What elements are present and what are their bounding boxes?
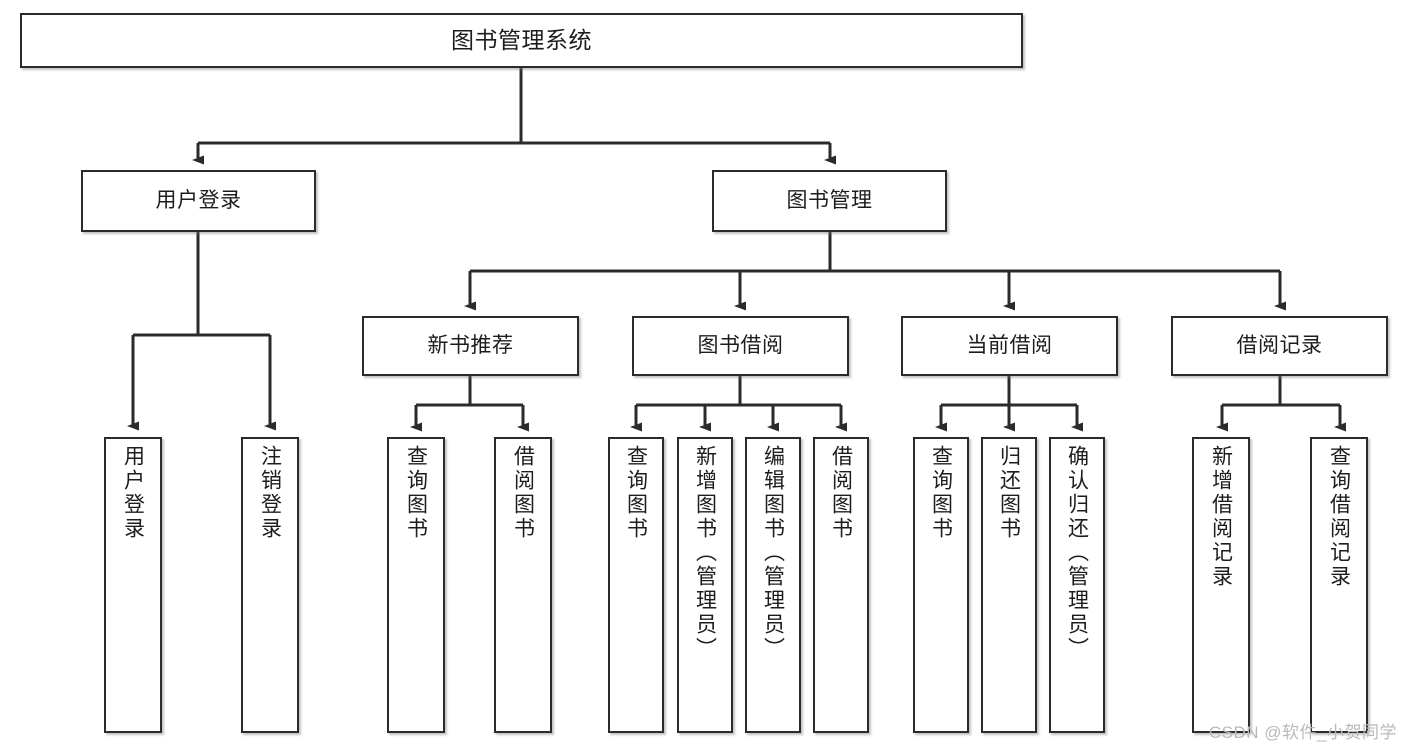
node-leaf-confirm-return-label: 确认归还（管理员） — [1065, 445, 1089, 661]
node-leaf-add-book[interactable]: 新增图书（管理员） — [677, 437, 733, 733]
node-new-book-recommend-label: 新书推荐 — [427, 333, 514, 357]
node-borrow-record[interactable]: 借阅记录 — [1171, 316, 1388, 376]
node-leaf-borrow-book-2-label: 借阅图书 — [829, 445, 853, 541]
node-current-borrow-label: 当前借阅 — [966, 333, 1053, 357]
node-leaf-borrow-book-1[interactable]: 借阅图书 — [494, 437, 552, 733]
node-leaf-return-book[interactable]: 归还图书 — [981, 437, 1037, 733]
node-leaf-edit-book[interactable]: 编辑图书（管理员） — [745, 437, 801, 733]
node-user-login-label: 用户登录 — [155, 188, 242, 212]
node-book-borrow-label: 图书借阅 — [697, 333, 784, 357]
node-borrow-record-label: 借阅记录 — [1236, 333, 1323, 357]
node-leaf-query-book-1[interactable]: 查询图书 — [387, 437, 445, 733]
node-leaf-user-login[interactable]: 用户登录 — [104, 437, 162, 733]
node-leaf-logout-login[interactable]: 注销登录 — [241, 437, 299, 733]
node-leaf-confirm-return[interactable]: 确认归还（管理员） — [1049, 437, 1105, 733]
node-current-borrow[interactable]: 当前借阅 — [901, 316, 1118, 376]
node-book-management-label: 图书管理 — [786, 188, 873, 212]
node-leaf-return-book-label: 归还图书 — [997, 445, 1021, 541]
node-leaf-add-record-label: 新增借阅记录 — [1209, 445, 1233, 589]
node-leaf-logout-login-label: 注销登录 — [258, 445, 282, 541]
node-leaf-query-book-2-label: 查询图书 — [624, 445, 648, 541]
node-leaf-borrow-book-1-label: 借阅图书 — [511, 445, 535, 541]
node-leaf-query-book-3-label: 查询图书 — [929, 445, 953, 541]
node-leaf-add-record[interactable]: 新增借阅记录 — [1192, 437, 1250, 733]
node-leaf-query-book-1-label: 查询图书 — [404, 445, 428, 541]
node-book-management[interactable]: 图书管理 — [712, 170, 947, 232]
node-leaf-query-book-3[interactable]: 查询图书 — [913, 437, 969, 733]
node-leaf-user-login-label: 用户登录 — [121, 445, 145, 541]
node-book-borrow[interactable]: 图书借阅 — [632, 316, 849, 376]
node-root-system-label: 图书管理系统 — [451, 26, 592, 53]
node-leaf-edit-book-label: 编辑图书（管理员） — [761, 445, 785, 661]
node-root-system[interactable]: 图书管理系统 — [20, 13, 1023, 68]
node-leaf-add-book-label: 新增图书（管理员） — [693, 445, 717, 661]
node-leaf-query-record[interactable]: 查询借阅记录 — [1310, 437, 1368, 733]
node-user-login[interactable]: 用户登录 — [81, 170, 316, 232]
node-new-book-recommend[interactable]: 新书推荐 — [362, 316, 579, 376]
node-leaf-borrow-book-2[interactable]: 借阅图书 — [813, 437, 869, 733]
node-leaf-query-record-label: 查询借阅记录 — [1327, 445, 1351, 589]
node-leaf-query-book-2[interactable]: 查询图书 — [608, 437, 664, 733]
